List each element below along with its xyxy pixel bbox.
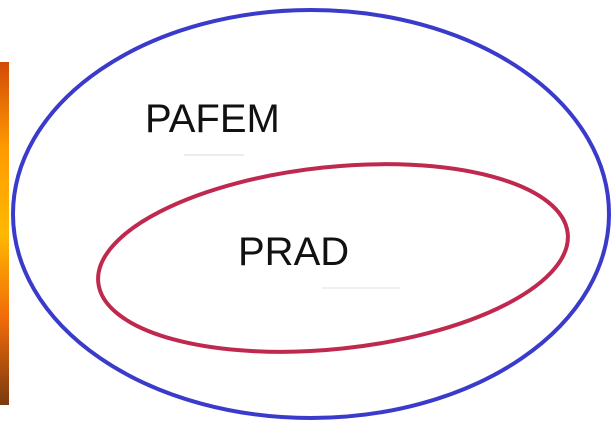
outer-set-ellipse [11,8,611,420]
inner-set-label: PRAD [238,230,349,274]
inner-set-ellipse [96,162,570,354]
outer-set-label: PAFEM [145,97,280,141]
cropped-image-strip [0,62,9,405]
